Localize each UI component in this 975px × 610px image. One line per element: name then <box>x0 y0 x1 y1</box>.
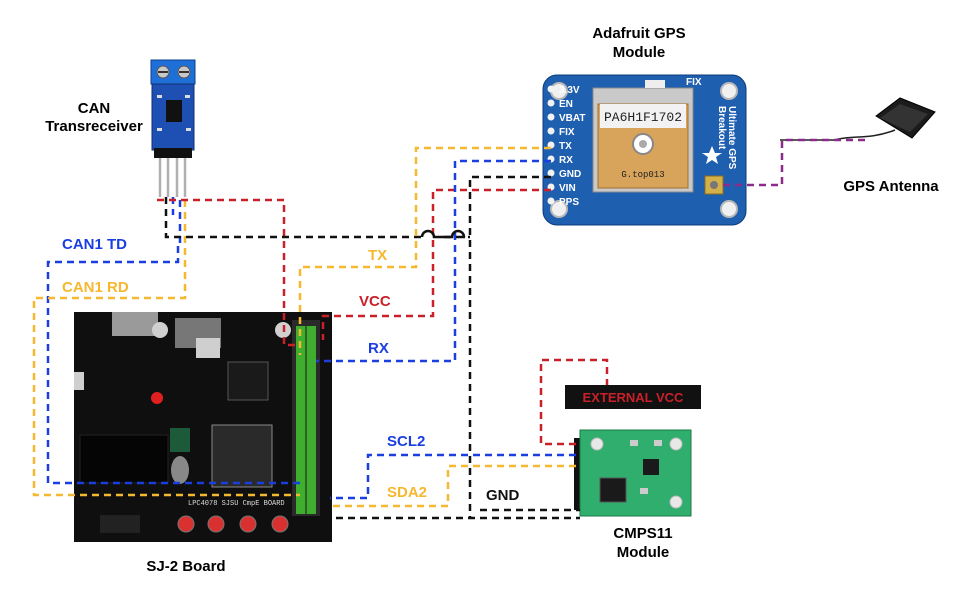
sj2-board: LPC4078 SJSU CmpE BOARD <box>74 312 332 542</box>
external-vcc-box <box>565 385 701 409</box>
gps-title-line1: Adafruit GPS <box>592 25 685 42</box>
gps-pin-hole <box>547 197 555 205</box>
sj2-button-4 <box>271 515 289 533</box>
can-title-line1: CAN <box>78 100 111 117</box>
gps-pin-column: 3.3V EN VBAT FIX TX RX GND VIN PPS <box>547 85 585 208</box>
gps-pin-label: PPS <box>559 197 579 208</box>
label-tx: TX <box>368 247 387 264</box>
can-title-line2: Transreceiver <box>45 118 143 135</box>
gps-pin-label: 3.3V <box>559 85 580 96</box>
gps-pin-label: TX <box>559 141 572 152</box>
cmps-chip-2 <box>643 459 659 475</box>
sj2-button-3 <box>239 515 257 533</box>
wire-gps-vcc <box>321 188 551 340</box>
label-scl2: SCL2 <box>387 433 425 450</box>
wire-scl2 <box>330 453 576 500</box>
gps-side-text-1: Ultimate GPS <box>726 106 737 170</box>
gps-pin-hole <box>547 127 555 135</box>
cmps-title-line2: Module <box>617 544 670 561</box>
wire-can-gnd <box>164 197 422 239</box>
label-sda2: SDA2 <box>387 484 427 501</box>
can-transceiver <box>150 59 196 197</box>
label-can1-rd: CAN1 RD <box>62 279 129 296</box>
sj2-title: SJ-2 Board <box>146 558 225 575</box>
gps-side-text-2: Breakout <box>716 106 727 150</box>
wire-gps-antenna <box>723 138 870 187</box>
gps-pin-hole <box>547 99 555 107</box>
sj2-button-1 <box>177 515 195 533</box>
svg-text:LPC4078 SJSU CmpE BOARD: LPC4078 SJSU CmpE BOARD <box>188 500 285 508</box>
gps-module: PA6H1F1702 G.top013 FIX Ultimate GPS Bre… <box>542 74 747 226</box>
cmps-header <box>574 438 582 510</box>
gps-pin-hole <box>547 169 555 177</box>
sd-slot <box>112 312 158 336</box>
gps-title-line2: Module <box>613 44 666 61</box>
oled-area <box>79 434 169 484</box>
can-header <box>154 148 192 158</box>
cmps11-module <box>574 429 692 517</box>
gps-pin-label: VBAT <box>559 113 585 124</box>
wire-external-vcc <box>539 358 609 446</box>
gps-antenna-text: G.top013 <box>621 170 664 180</box>
wire-sda2 <box>330 464 576 508</box>
led-red <box>151 392 163 404</box>
label-external-vcc: EXTERNAL VCC <box>583 390 684 405</box>
label-vcc: VCC <box>359 293 391 310</box>
cmps-title-line1: CMPS11 <box>613 525 672 542</box>
gps-pin-hole <box>547 85 555 93</box>
gps-fix-label: FIX <box>686 77 702 88</box>
label-can1-td: CAN1 TD <box>62 236 127 253</box>
gps-pin-label: FIX <box>559 127 575 138</box>
label-gnd: GND <box>486 487 520 504</box>
wire-gps-tx <box>298 146 551 355</box>
wire-can-vcc <box>157 198 300 347</box>
gps-pin-label: VIN <box>559 183 576 194</box>
wire-gps-rx <box>316 159 551 363</box>
gps-antenna <box>780 97 936 141</box>
sj2-button-2 <box>207 515 225 533</box>
label-rx: RX <box>368 340 389 357</box>
wire-crossings <box>420 229 466 239</box>
wire-can1-rd <box>32 200 300 497</box>
gps-pin-label: EN <box>559 99 573 110</box>
main-mcu <box>211 424 273 488</box>
small-chip <box>227 361 269 401</box>
gps-pin-hole <box>547 113 555 121</box>
gps-antenna-label: GPS Antenna <box>843 178 939 195</box>
gps-pin-label: RX <box>559 155 573 166</box>
gps-pin-label: GND <box>559 169 581 180</box>
gps-module-text: PA6H1F1702 <box>604 110 682 125</box>
can-chip <box>166 100 182 122</box>
cmps-chip-1 <box>599 477 627 503</box>
crystal <box>170 428 190 452</box>
